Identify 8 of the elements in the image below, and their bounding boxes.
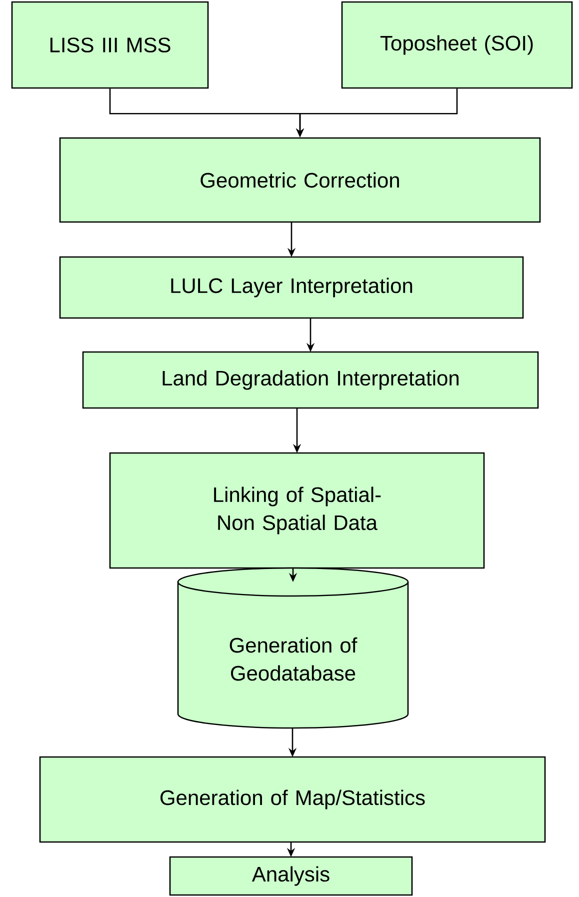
process-box: LISS III MSS (11, 1, 209, 89)
process-box: Geometric Correction (59, 137, 541, 223)
database-cylinder: Generation of Geodatabase (177, 567, 409, 729)
process-box: LULC Layer Interpretation (59, 256, 524, 319)
process-box: Generation of Map/Statistics (39, 756, 546, 843)
process-box: Toposheet (SOI) (341, 1, 573, 89)
process-box: Analysis (169, 856, 413, 896)
process-box: Land Degradation Interpretation (82, 351, 539, 409)
